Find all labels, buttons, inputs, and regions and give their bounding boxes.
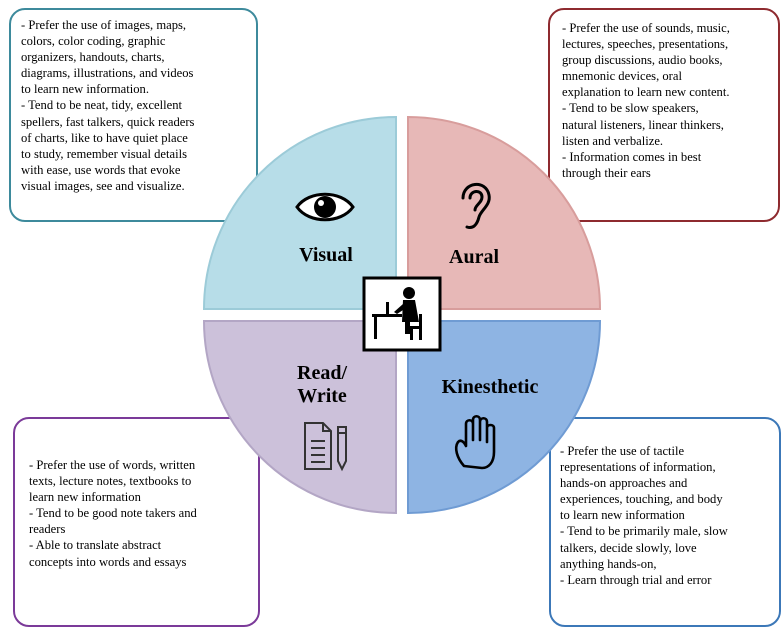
text-line: texts, lecture notes, textbooks to [29,474,192,489]
text-line: explanation to learn new content. [562,85,730,100]
read-write-label-line1: Read/ [297,362,347,384]
text-line: - Tend to be good note takers and [29,506,197,521]
text-line: lectures, speeches, presentations, [562,37,729,52]
text-line: experiences, touching, and body [560,492,723,507]
text-line: organizers, handouts, charts, [21,50,165,65]
text-line: - Tend to be primarily male, slow [560,524,728,539]
read-write-label: Read/ Write [272,362,372,408]
aural-description-box: - Prefer the use of sounds, music, lectu… [548,8,780,222]
text-line: representations of information, [560,460,716,475]
text-line: - Prefer the use of images, maps, [21,18,187,32]
text-line: - Tend to be slow speakers, [562,101,699,116]
text-line: - Prefer the use of words, written [29,458,196,472]
text-line: anything hands-on, [560,556,657,571]
document-pencil-icon [304,422,347,472]
text-line: visual images, see and visualize. [21,178,185,193]
hand-icon [454,414,496,470]
text-line: colors, color coding, graphic [21,34,166,49]
text-line: - Prefer the use of sounds, music, [562,21,730,35]
text-line: of charts, like to have quiet place [21,130,188,145]
read-write-quadrant [202,320,397,515]
aural-label: Aural [449,246,499,268]
text-line: to learn new information [560,508,685,523]
visual-label: Visual [299,244,353,266]
text-line: concepts into words and essays [29,554,187,569]
eye-icon [295,192,355,222]
text-line: learn new information [29,490,141,505]
text-line: hands-on approaches and [560,476,688,491]
visual-description-box: - Prefer the use of images, maps, colors… [9,8,258,222]
text-line: through their ears [562,165,651,180]
text-line: to study, remember visual details [21,146,188,161]
student-at-desk-icon [362,276,442,352]
text-line: group discussions, audio books, [562,53,723,68]
read-write-label-line2: Write [297,385,347,407]
text-line: spellers, fast talkers, quick readers [21,114,195,129]
text-line: mnemonic devices, oral [562,69,682,84]
visual-quadrant [202,115,397,310]
text-line: to learn new information. [21,82,149,97]
aural-description: - Prefer the use of sounds, music, lectu… [562,20,730,181]
text-line: - Prefer the use of tactile [560,444,685,458]
read-write-description-box: - Prefer the use of words, written texts… [13,417,260,627]
text-line: talkers, decide slowly, love [560,540,697,555]
text-line: - Tend to be neat, tidy, excellent [21,98,183,113]
text-line: - Learn through trial and error [560,572,712,587]
kinesthetic-quadrant [407,320,602,515]
visual-description: - Prefer the use of images, maps, colors… [21,17,194,194]
aural-quadrant [407,115,602,310]
kinesthetic-description: - Prefer the use of tactile representati… [560,443,728,588]
text-line: with ease, use words that evoke [21,162,181,177]
ear-icon [461,183,491,229]
text-line: natural listeners, linear thinkers, [562,117,724,132]
kinesthetic-description-box: - Prefer the use of tactile representati… [549,417,781,627]
read-write-description: - Prefer the use of words, written texts… [29,457,197,570]
text-line: listen and verbalize. [562,133,664,148]
kinesthetic-label: Kinesthetic [441,376,539,398]
text-line: diagrams, illustrations, and videos [21,66,194,81]
text-line: - Information comes in best [562,149,702,164]
text-line: readers [29,522,66,537]
text-line: - Able to translate abstract [29,538,162,553]
